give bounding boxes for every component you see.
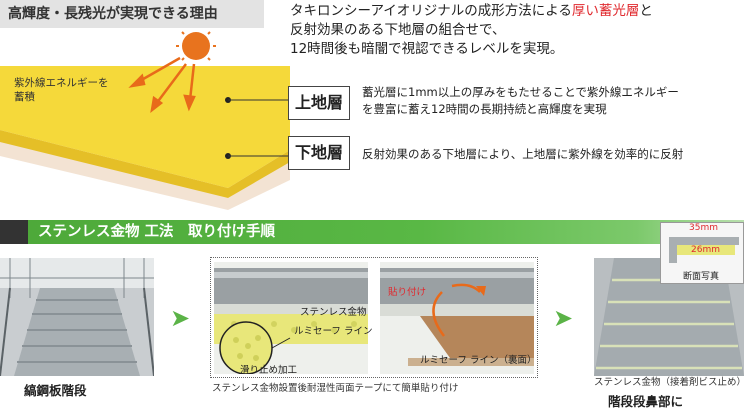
uv-label-line1: 紫外線エネルギーを — [14, 77, 109, 89]
uv-arrows-icon — [128, 56, 196, 113]
label-attach: 貼り付け — [388, 287, 427, 298]
intro-highlight: 厚い蓄光層 — [571, 3, 640, 19]
upper-layer-description: 蓄光層に1mm以上の厚みをもたせることで紫外線エネルギー を豊富に蓄え12時間の… — [362, 84, 742, 118]
label-stainless-metal: ステンレス金物 — [300, 307, 367, 318]
process-caption: ステンレス金物設置後耐湿性両面テープにて簡単貼り付け — [212, 383, 459, 394]
banner-marker — [0, 220, 28, 244]
install-caption: 階段段鼻部に — [608, 394, 684, 409]
label-lumisafe-line: ルミセーフ ライン — [294, 326, 373, 337]
procedure-banner: ステンレス金物 工法 取り付け手順 — [28, 220, 744, 244]
section-photo: 35mm 26mm 断面写真 — [660, 222, 744, 284]
stairs-caption: 縞鋼板階段 — [24, 383, 87, 398]
uv-label: 紫外線エネルギーを 蓄積 — [14, 76, 124, 104]
dim-35mm: 35mm — [689, 223, 718, 233]
intro-line1-c: と — [639, 3, 653, 19]
upper-desc-line1: 蓄光層に1mm以上の厚みをもたせることで紫外線エネルギー — [362, 85, 679, 99]
install-note: ステンレス金物（接着剤ビス止め） — [594, 377, 747, 388]
process-illustration-1 — [214, 262, 368, 374]
step-arrow-icon: ➤ — [553, 304, 574, 332]
intro-line3: 12時間後も暗闇で視認できるレベルを実現。 — [290, 41, 564, 57]
section-photo-label: 断面写真 — [683, 272, 720, 282]
upper-desc-line2: を豊富に蓄え12時間の長期持続と高輝度を実現 — [362, 102, 607, 116]
lower-layer-description: 反射効果のある下地層により、上地層に紫外線を効率的に反射 — [362, 147, 684, 161]
intro-text: タキロンシーアイオリジナルの成形方法による厚い蓄光層と 反射効果のある下地層の組… — [290, 2, 742, 59]
label-anti-slip: 滑り止め加工 — [240, 365, 298, 376]
stairs-photo-before — [0, 258, 154, 376]
upper-layer-label: 上地層 — [288, 86, 350, 120]
label-lumisafe-back: ルミセーフ ライン（裏面） — [420, 355, 537, 366]
sun-icon — [176, 31, 216, 61]
step-arrow-icon: ➤ — [170, 304, 191, 332]
lower-layer-label: 下地層 — [288, 136, 350, 170]
intro-line1-a: タキロンシーアイオリジナルの成形方法による — [290, 3, 572, 19]
process-illustration-2 — [380, 262, 534, 374]
process-box — [210, 257, 538, 378]
section-title: 高輝度・長残光が実現できる理由 — [0, 0, 264, 28]
layer-diagram — [0, 31, 290, 210]
uv-label-line2: 蓄積 — [14, 91, 35, 103]
intro-line2: 反射効果のある下地層の組合せで、 — [290, 22, 506, 38]
dim-26mm: 26mm — [691, 245, 720, 255]
upper-layer-shape — [0, 66, 290, 188]
